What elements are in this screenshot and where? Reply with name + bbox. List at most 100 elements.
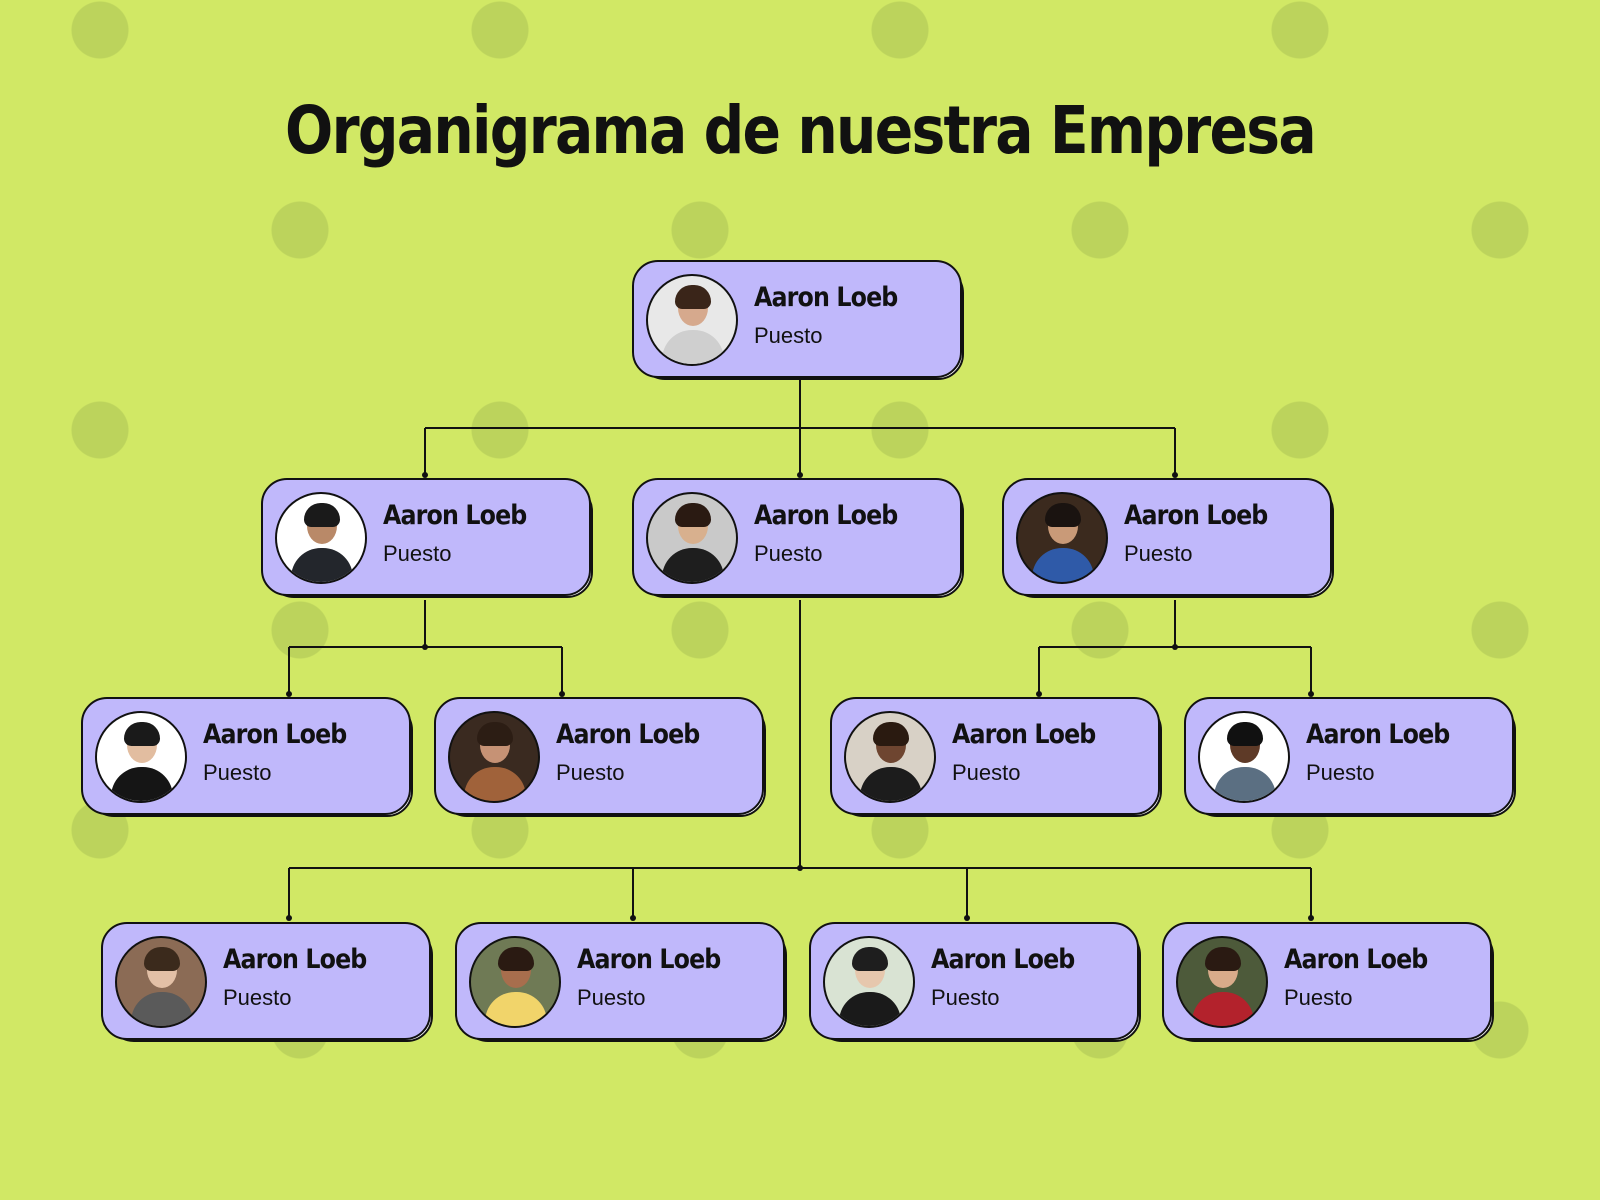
person-role: Puesto [223,985,292,1010]
avatar-hair [1227,722,1263,746]
connector-dot [1308,691,1314,697]
avatar-torso [1192,992,1254,1026]
person-name: Aaron Loeb [952,719,1096,750]
avatar [1176,936,1268,1028]
connector-dot [1308,915,1314,921]
person-role: Puesto [1124,541,1193,566]
avatar-hair [1205,947,1241,971]
connector-dot [1172,472,1178,478]
avatar-hair [873,722,909,746]
avatar [1016,492,1108,584]
person-name: Aaron Loeb [931,944,1075,975]
avatar-torso [131,992,193,1026]
avatar-torso [111,767,173,801]
person-name: Aaron Loeb [754,500,898,531]
avatar-hair [144,947,180,971]
avatar-torso [839,992,901,1026]
person-name: Aaron Loeb [556,719,700,750]
page-title: Organigrama de nuestra Empresa [285,92,1317,169]
person-name: Aaron Loeb [577,944,721,975]
person-role: Puesto [754,323,823,348]
avatar [448,711,540,803]
person-name: Aaron Loeb [1306,719,1450,750]
avatar-torso [860,767,922,801]
person-name: Aaron Loeb [1124,500,1268,531]
avatar-hair [675,285,711,309]
connector-dot [797,472,803,478]
avatar-hair [675,503,711,527]
avatar-torso [485,992,547,1026]
avatar [115,936,207,1028]
avatar [1198,711,1290,803]
person-role: Puesto [383,541,452,566]
person-role: Puesto [1284,985,1353,1010]
connector-dot [422,644,428,650]
avatar [823,936,915,1028]
connector-dot [559,691,565,697]
connector-dot [286,691,292,697]
connector-dot [1172,644,1178,650]
avatar [646,274,738,366]
avatar-hair [852,947,888,971]
person-name: Aaron Loeb [203,719,347,750]
person-role: Puesto [754,541,823,566]
avatar [95,711,187,803]
person-role: Puesto [952,760,1021,785]
avatar-hair [124,722,160,746]
connector-dot [1036,691,1042,697]
person-name: Aaron Loeb [754,282,898,313]
connector-root [424,380,1176,475]
avatar-torso [1032,548,1094,582]
avatar [646,492,738,584]
person-role: Puesto [556,760,625,785]
avatar-hair [498,947,534,971]
avatar-torso [291,548,353,582]
person-role: Puesto [577,985,646,1010]
avatar-torso [464,767,526,801]
person-name: Aaron Loeb [223,944,367,975]
avatar-hair [1045,503,1081,527]
connector-dot [964,915,970,921]
avatar [844,711,936,803]
avatar-torso [1214,767,1276,801]
avatar-torso [662,330,724,364]
avatar [275,492,367,584]
person-name: Aaron Loeb [383,500,527,531]
connector-dot [422,472,428,478]
person-role: Puesto [1306,760,1375,785]
avatar [469,936,561,1028]
person-name: Aaron Loeb [1284,944,1428,975]
person-role: Puesto [203,760,272,785]
avatar-hair [477,722,513,746]
connector-dot [630,915,636,921]
avatar-hair [304,503,340,527]
connector-dot [286,915,292,921]
connector-dot [797,865,803,871]
